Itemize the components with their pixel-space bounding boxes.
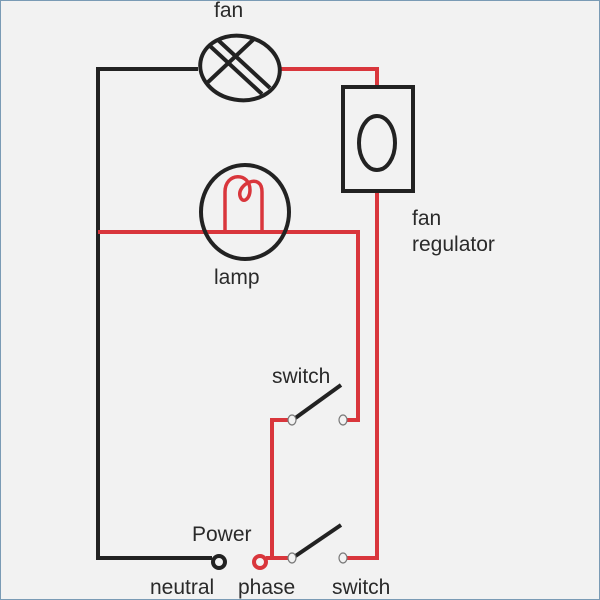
regulator-icon bbox=[341, 85, 415, 193]
phase-wire-fan-to-regulator bbox=[281, 67, 379, 86]
lamp-label: lamp bbox=[214, 266, 260, 289]
fan-regulator-label-line2: regulator bbox=[412, 233, 495, 256]
neutral-wire-main bbox=[96, 67, 212, 560]
phase-wire-riser bbox=[270, 418, 289, 558]
fan-icon bbox=[198, 33, 282, 103]
switch-bottom-label: switch bbox=[332, 576, 390, 599]
fan-regulator-label-line1: fan bbox=[412, 207, 441, 230]
switch-fan-icon[interactable] bbox=[287, 523, 348, 564]
switch-lamp-icon[interactable] bbox=[287, 383, 348, 426]
neutral-terminal-icon bbox=[211, 554, 227, 570]
phase-terminal-icon bbox=[252, 554, 268, 570]
neutral-wires bbox=[96, 67, 212, 560]
neutral-label: neutral bbox=[150, 576, 214, 599]
switch-top-label: switch bbox=[272, 365, 330, 388]
power-label: Power bbox=[192, 523, 252, 546]
phase-wire-regulator-to-switch bbox=[347, 191, 379, 560]
fan-label: fan bbox=[214, 0, 243, 22]
phase-wires bbox=[98, 67, 379, 560]
phase-label: phase bbox=[238, 576, 295, 599]
phase-wire-lamp bbox=[98, 230, 360, 422]
lamp-icon bbox=[199, 163, 291, 261]
